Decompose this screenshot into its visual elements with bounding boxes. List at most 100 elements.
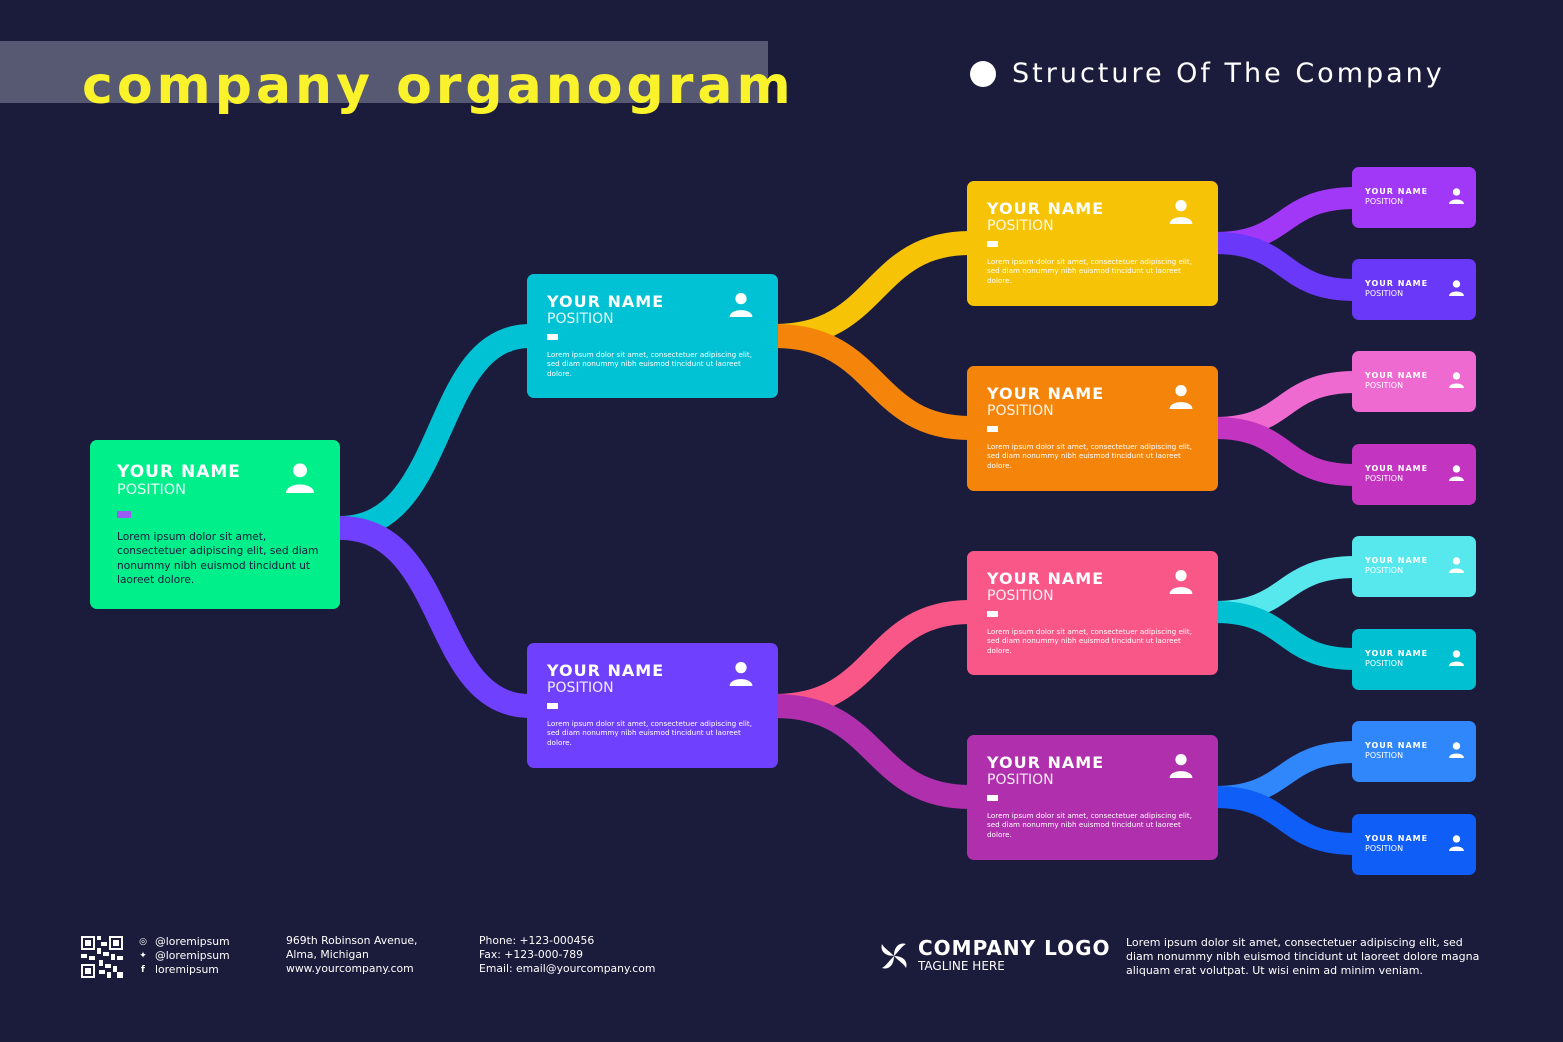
social-row[interactable]: ✦ @loremipsum: [138, 949, 230, 963]
subtitle-group: Structure Of The Company: [970, 58, 1445, 89]
card-position: POSITION: [1365, 566, 1404, 575]
card-name: YOUR NAME: [1365, 649, 1429, 658]
user-icon: [1448, 371, 1465, 388]
connector-l2a-to-l3b: [1214, 232, 1356, 301]
card-name: YOUR NAME: [1365, 741, 1429, 750]
org-card-level2-3: YOUR NAME POSITION Lorem ipsum dolor sit…: [967, 551, 1218, 675]
card-name: YOUR NAME: [547, 661, 665, 680]
card-name: YOUR NAME: [987, 569, 1105, 588]
user-icon: [1168, 752, 1194, 778]
card-name: YOUR NAME: [1365, 371, 1429, 380]
card-position: POSITION: [117, 482, 187, 498]
connector-l1a-to-l2a: [774, 231, 971, 348]
connector-l1b-to-l2d: [774, 694, 971, 809]
accent-bar: [987, 611, 998, 617]
title-banner: [0, 41, 768, 103]
org-card-level3-4: YOUR NAME POSITION: [1352, 444, 1476, 505]
facebook-icon: f: [141, 965, 145, 975]
connector-root-to-l1-top: [339, 324, 531, 540]
contact-block: Phone: +123-000456 Fax: +123-000-789 Ema…: [479, 934, 655, 976]
connector-l2d-to-l3h: [1214, 786, 1356, 855]
social-handle: @loremipsum: [155, 949, 230, 962]
card-name: YOUR NAME: [987, 753, 1105, 772]
company-logo: COMPANY LOGO TAGLINE HERE: [878, 938, 1111, 974]
card-name: YOUR NAME: [1365, 464, 1429, 473]
user-icon: [1168, 198, 1194, 224]
address-line: Alma, Michigan: [286, 948, 369, 961]
accent-bar: [987, 795, 998, 801]
user-icon: [1168, 383, 1194, 409]
accent-bar: [117, 511, 131, 518]
user-icon: [1448, 741, 1465, 758]
user-icon: [284, 460, 316, 494]
org-card-level3-8: YOUR NAME POSITION: [1352, 814, 1476, 875]
fax-text: Fax: +123-000-789: [479, 948, 583, 961]
user-icon: [1448, 187, 1465, 204]
card-name: YOUR NAME: [1365, 834, 1429, 843]
accent-bar: [547, 703, 558, 709]
card-position: POSITION: [547, 311, 614, 327]
org-card-level2-4: YOUR NAME POSITION Lorem ipsum dolor sit…: [967, 735, 1218, 860]
card-name: YOUR NAME: [1365, 279, 1429, 288]
card-position: POSITION: [547, 680, 614, 696]
social-row[interactable]: ◎ @loremipsum: [138, 935, 230, 949]
connector-l2b-to-l3d: [1214, 417, 1356, 486]
user-icon: [728, 291, 754, 317]
card-name: YOUR NAME: [987, 199, 1105, 218]
card-description: Lorem ipsum dolor sit amet, consectetuer…: [987, 442, 1193, 470]
connector-l1b-to-l2c: [774, 600, 971, 718]
connector-l1a-to-l2b: [774, 324, 971, 440]
org-card-level3-3: YOUR NAME POSITION: [1352, 351, 1476, 412]
card-position: POSITION: [987, 403, 1054, 419]
card-name: YOUR NAME: [117, 462, 241, 482]
card-position: POSITION: [1365, 197, 1404, 206]
card-name: YOUR NAME: [987, 384, 1105, 403]
org-card-level2-1: YOUR NAME POSITION Lorem ipsum dolor sit…: [967, 181, 1218, 306]
org-card-level3-5: YOUR NAME POSITION: [1352, 536, 1476, 597]
org-card-level3-7: YOUR NAME POSITION: [1352, 721, 1476, 782]
social-handle: @loremipsum: [155, 935, 230, 948]
card-description: Lorem ipsum dolor sit amet, consectetuer…: [987, 257, 1193, 285]
card-description: Lorem ipsum dolor sit amet, consectetuer…: [547, 350, 753, 378]
bullet-dot-icon: [970, 60, 996, 87]
card-description: Lorem ipsum dolor sit amet, consectetuer…: [987, 627, 1193, 655]
card-position: POSITION: [1365, 474, 1404, 483]
logo-pinwheel-icon: [878, 940, 910, 972]
page-subtitle: Structure Of The Company: [1012, 58, 1445, 89]
card-position: POSITION: [1365, 381, 1404, 390]
address-block: 969th Robinson Avenue, Alma, Michigan ww…: [286, 934, 418, 976]
connector-root-to-l1-bottom: [339, 516, 531, 718]
org-card-level3-2: YOUR NAME POSITION: [1352, 259, 1476, 320]
twitter-icon: ✦: [139, 951, 147, 961]
user-icon: [1448, 834, 1465, 851]
accent-bar: [987, 426, 998, 432]
card-name: YOUR NAME: [547, 292, 665, 311]
website-link[interactable]: www.yourcompany.com: [286, 962, 414, 975]
qr-code-icon: [81, 936, 123, 978]
social-row[interactable]: f loremipsum: [138, 963, 230, 977]
connector-l2c-to-l3f: [1214, 601, 1356, 670]
card-name: YOUR NAME: [1365, 187, 1429, 196]
user-icon: [1448, 279, 1465, 296]
accent-bar: [987, 241, 998, 247]
card-name: YOUR NAME: [1365, 556, 1429, 565]
user-icon: [1448, 556, 1465, 573]
logo-name: COMPANY LOGO: [918, 936, 1111, 960]
social-handle: loremipsum: [155, 963, 219, 976]
card-description: Lorem ipsum dolor sit amet, consectetuer…: [547, 719, 753, 747]
card-position: POSITION: [1365, 289, 1404, 298]
card-position: POSITION: [1365, 751, 1404, 760]
org-card-level3-1: YOUR NAME POSITION: [1352, 167, 1476, 228]
org-card-level2-2: YOUR NAME POSITION Lorem ipsum dolor sit…: [967, 366, 1218, 491]
card-position: POSITION: [987, 772, 1054, 788]
email-link[interactable]: Email: email@yourcompany.com: [479, 962, 656, 975]
instagram-icon: ◎: [139, 937, 147, 947]
card-position: POSITION: [1365, 844, 1404, 853]
user-icon: [1168, 568, 1194, 594]
social-links: ◎ @loremipsum ✦ @loremipsum f loremipsum: [138, 935, 230, 977]
card-description: Lorem ipsum dolor sit amet, consectetuer…: [987, 811, 1193, 839]
card-position: POSITION: [1365, 659, 1404, 668]
card-position: POSITION: [987, 588, 1054, 604]
org-card-level1-1: YOUR NAME POSITION Lorem ipsum dolor sit…: [527, 274, 778, 398]
accent-bar: [547, 334, 558, 340]
